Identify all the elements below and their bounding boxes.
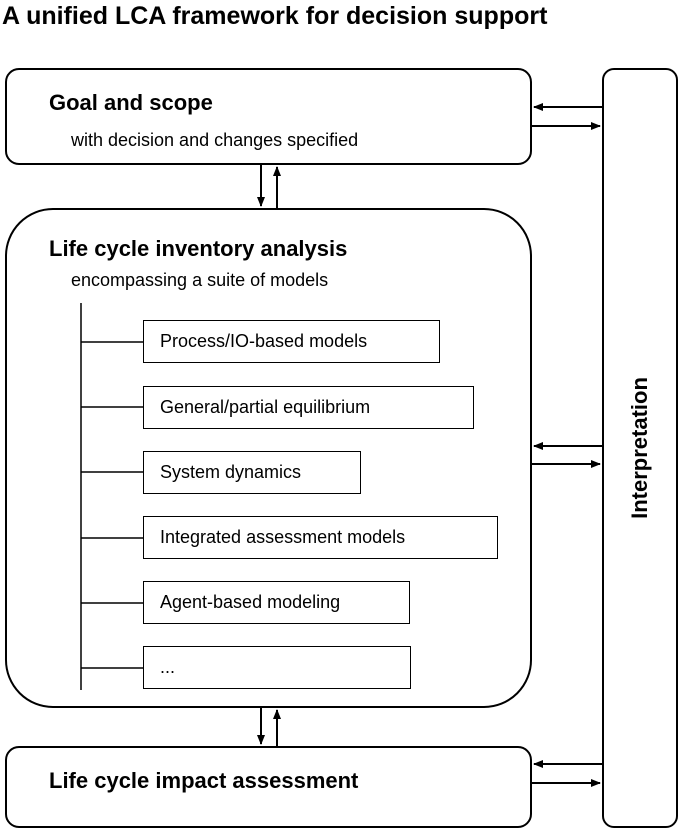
lci-subtitle: encompassing a suite of models: [71, 270, 329, 290]
interpretation-box: [602, 68, 678, 828]
diagram-title: A unified LCA framework for decision sup…: [2, 2, 548, 30]
goal-title: Goal and scope: [49, 90, 213, 115]
lcia-title: Life cycle impact assessment: [49, 768, 359, 793]
model-box-integrated-assessment: Integrated assessment models: [143, 516, 498, 559]
lci-title: Life cycle inventory analysis: [49, 236, 348, 261]
model-box-equilibrium: General/partial equilibrium: [143, 386, 474, 429]
model-box-ellipsis: ...: [143, 646, 411, 689]
impact-assessment-box: Life cycle impact assessment: [5, 746, 532, 828]
goal-and-scope-box: Goal and scope with decision and changes…: [5, 68, 532, 165]
model-box-system-dynamics: System dynamics: [143, 451, 361, 494]
model-box-process-io: Process/IO-based models: [143, 320, 440, 363]
goal-subtitle: with decision and changes specified: [71, 130, 359, 150]
model-box-agent-based: Agent-based modeling: [143, 581, 410, 624]
